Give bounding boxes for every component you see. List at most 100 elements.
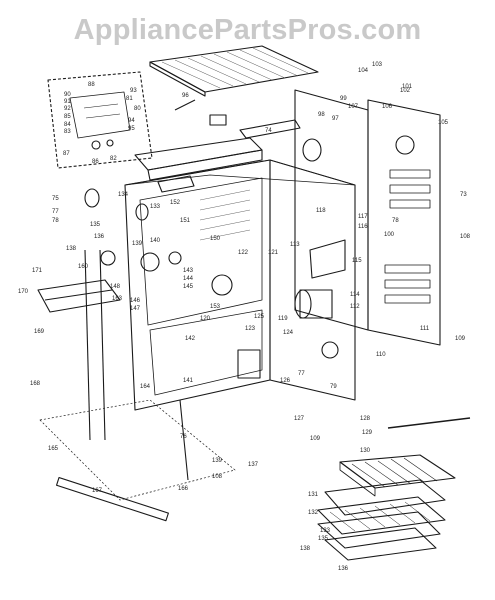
part-number-bot-b: 129 <box>362 430 373 436</box>
part-number-ctrl-d: 83 <box>64 129 71 135</box>
part-number-right-e: 106 <box>382 104 393 110</box>
part-number-ctrl-e: 82 <box>110 156 117 162</box>
part-number-mid-h: 145 <box>183 284 194 290</box>
part-number-ctrl-i: 90 <box>64 92 71 98</box>
part-number-bot-g: 135 <box>318 536 329 542</box>
part-number-mid-ah: 76 <box>180 434 187 440</box>
part-number-ctrl-b: 85 <box>64 114 71 120</box>
part-number-mid-aa: 115 <box>352 258 362 264</box>
part-number-mid-y: 117 <box>358 214 368 220</box>
part-number-right-h: 109 <box>455 336 466 342</box>
heater-components <box>84 188 346 379</box>
part-number-left-n: 166 <box>178 486 189 492</box>
part-number-mid-g: 144 <box>183 276 194 282</box>
part-number-left-r: 160 <box>78 264 89 270</box>
part-number-right-g: 108 <box>460 234 471 240</box>
part-number-ctrl-a: 87 <box>63 151 70 157</box>
part-number-right-a: 102 <box>400 88 411 94</box>
part-number-bot-a: 128 <box>360 416 371 422</box>
part-number-mid-t: 119 <box>278 316 288 322</box>
part-number-mid-w: 123 <box>245 326 256 332</box>
part-number-mid-o: 127 <box>294 416 305 422</box>
part-number-ctrl-f: 81 <box>126 96 133 102</box>
part-number-left-d: 134 <box>118 192 129 198</box>
part-number-mid-q: 125 <box>254 314 265 320</box>
part-number-left-e: 133 <box>150 204 161 210</box>
part-number-ctrl-c: 84 <box>64 122 71 128</box>
part-number-left-b: 77 <box>52 209 59 215</box>
part-number-left-j: 170 <box>18 289 29 295</box>
part-number-bot-c: 130 <box>360 448 371 454</box>
part-number-left-c: 78 <box>52 218 59 224</box>
left-rack-frame <box>37 249 236 522</box>
part-number-ctrl-panel: 88 <box>88 82 95 88</box>
part-number-right-p: 78 <box>392 218 399 224</box>
part-number-right-d: 105 <box>438 120 449 126</box>
part-number-mid-j: 147 <box>130 306 141 312</box>
part-number-bot-d: 131 <box>308 492 319 498</box>
part-number-ctrl-h: 86 <box>92 159 99 165</box>
part-number-ctrl-m: 94 <box>128 118 135 124</box>
part-number-ctrl-j: 91 <box>64 99 71 105</box>
control-assembly-box <box>47 71 153 169</box>
part-number-mid-ae: 111 <box>420 326 430 332</box>
part-number-ctrl-n: 95 <box>128 126 135 132</box>
part-number-ctrl-k: 92 <box>64 106 71 112</box>
part-number-left-l: 168 <box>30 381 41 387</box>
part-number-mid-e: 142 <box>185 336 196 342</box>
part-number-right-m: 97 <box>332 116 339 122</box>
upper-rail-assembly <box>134 99 301 193</box>
part-number-left-q: 163 <box>112 296 123 302</box>
oven-body <box>124 159 356 411</box>
part-number-bot-e: 132 <box>308 510 319 516</box>
part-number-right-l: 98 <box>318 112 325 118</box>
part-number-mid-u: 121 <box>268 250 279 256</box>
part-number-mid-m: 141 <box>183 378 194 384</box>
part-number-bot-m: 109 <box>310 436 321 442</box>
part-number-right-i: 100 <box>384 232 395 238</box>
part-number-mid-r: 124 <box>283 330 294 336</box>
part-number-labels: 9688878584838281808690919293949575777813… <box>18 62 471 572</box>
part-number-right-j: 101 <box>402 84 413 90</box>
part-number-mid-ab: 114 <box>350 292 360 298</box>
part-number-ctrl-g: 80 <box>134 106 141 112</box>
part-number-left-a: 75 <box>52 196 59 202</box>
part-number-mid-b: 151 <box>180 218 191 224</box>
site-watermark: AppliancePartsPros.com <box>73 14 422 46</box>
part-number-mid-v: 122 <box>238 250 249 256</box>
part-number-mid-l: 140 <box>150 238 161 244</box>
part-number-mid-i: 146 <box>130 298 141 304</box>
part-number-right-b: 103 <box>372 62 383 68</box>
part-number-mid-ai: 77 <box>298 371 305 377</box>
rod-part <box>387 417 471 429</box>
part-number-bot-h: 136 <box>338 566 349 572</box>
part-number-mid-z: 116 <box>358 224 368 230</box>
part-number-left-h: 138 <box>66 246 77 252</box>
part-number-right-n: 73 <box>460 192 467 198</box>
part-number-mid-f: 143 <box>183 268 194 274</box>
part-number-left-f: 135 <box>90 222 101 228</box>
part-number-mid-p: 126 <box>280 378 291 384</box>
part-number-mid-d: 153 <box>210 304 221 310</box>
part-number-left-i: 171 <box>32 268 43 274</box>
part-number-left-g: 136 <box>94 234 105 240</box>
part-number-right-f: 107 <box>348 104 359 110</box>
part-number-left-p: 164 <box>140 384 151 390</box>
part-number-left-o: 165 <box>48 446 59 452</box>
right-side-panel <box>294 89 441 359</box>
part-number-mid-af: 110 <box>376 352 386 358</box>
part-number-left-m: 167 <box>92 488 103 494</box>
part-number-mid-s: 120 <box>200 316 211 322</box>
part-number-right-k: 99 <box>340 96 347 102</box>
part-number-mid-ag: 79 <box>330 384 337 390</box>
part-number-bot-k: 139 <box>212 458 223 464</box>
part-number-mid-k: 148 <box>110 284 121 290</box>
part-number-mid-x: 118 <box>316 208 326 214</box>
part-number-mid-n: 139 <box>132 241 143 247</box>
part-number-right-c: 104 <box>358 68 369 74</box>
part-number-mid-a: 150 <box>210 236 221 242</box>
part-number-bot-j: 138 <box>300 546 311 552</box>
part-number-mid-ad: 112 <box>350 304 360 310</box>
part-number-bot-l: 108 <box>212 474 223 480</box>
